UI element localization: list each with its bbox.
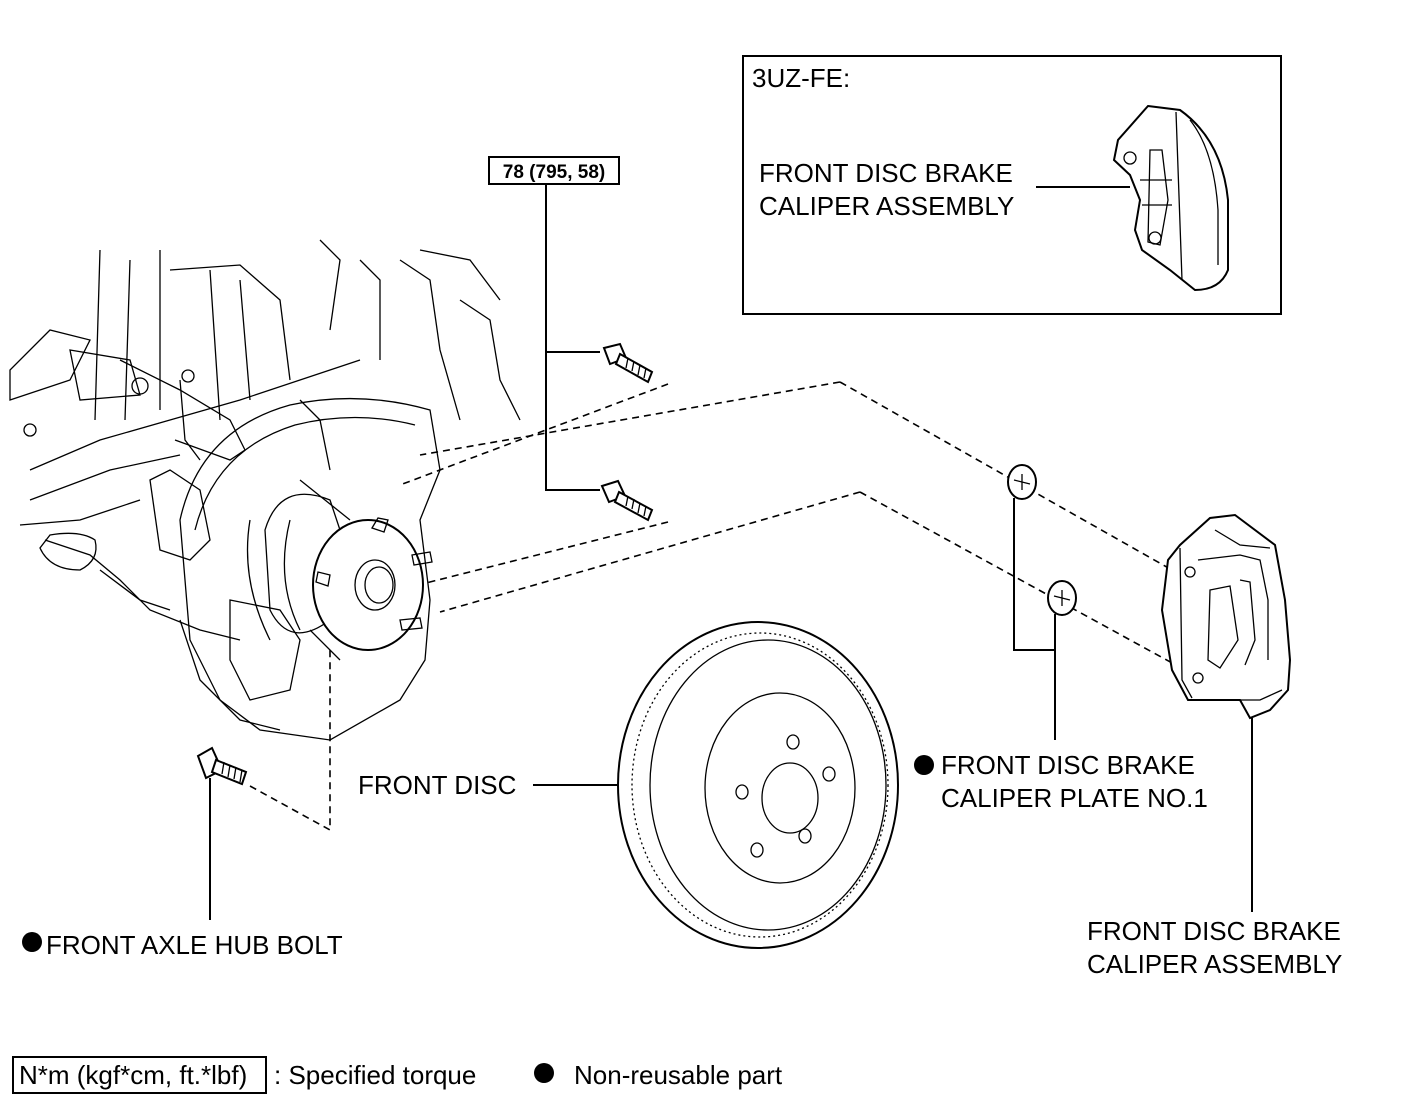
legend: N*m (kgf*cm, ft.*lbf) : Specified torque… xyxy=(12,1056,783,1094)
caliper-plate-label-2: CALIPER PLATE NO.1 xyxy=(941,783,1208,813)
inset-3uz-fe: 3UZ-FE: FRONT DISC BRAKE CALIPER ASSEMBL… xyxy=(742,55,1282,315)
caliper-assembly-label-2: CALIPER ASSEMBLY xyxy=(1087,949,1342,979)
plate-leader-line xyxy=(1013,498,1056,740)
caliper-assembly-drawing xyxy=(1160,513,1292,912)
torque-spec-value: 78 (795, 58) xyxy=(503,162,605,183)
front-disc-label: FRONT DISC xyxy=(358,770,516,800)
caliper-plate-label-1: FRONT DISC BRAKE xyxy=(941,750,1195,780)
plate-nonreusable-dot xyxy=(914,755,934,775)
steering-knuckle-assembly xyxy=(9,239,521,741)
hub-bolt-nonreusable-dot xyxy=(22,932,42,952)
torque-spec-callout: 78 (795, 58) xyxy=(488,156,620,491)
inset-caliper-label-2: CALIPER ASSEMBLY xyxy=(759,191,1014,221)
caliper-bolt-lower xyxy=(600,479,654,522)
caliper-bolt-upper xyxy=(602,342,654,384)
assembly-dashed-lines xyxy=(249,381,1175,832)
front-axle-hub-bolt xyxy=(196,746,248,920)
caliper-plates xyxy=(1007,464,1077,740)
inset-caliper-drawing xyxy=(1112,104,1229,292)
inset-frame xyxy=(742,55,1282,315)
legend-nonreusable-dot xyxy=(534,1063,554,1083)
torque-leader-lines xyxy=(545,184,600,491)
torque-spec-frame xyxy=(488,156,620,185)
legend-torque-unit: N*m (kgf*cm, ft.*lbf) xyxy=(19,1060,247,1090)
legend-torque-frame xyxy=(12,1056,267,1094)
front-disc-drawing xyxy=(533,621,899,949)
inset-caliper-label-1: FRONT DISC BRAKE xyxy=(759,158,1013,188)
legend-nonreusable-text: Non-reusable part xyxy=(574,1060,783,1090)
inset-engine-label: 3UZ-FE: xyxy=(752,63,850,93)
caliper-assembly-label-1: FRONT DISC BRAKE xyxy=(1087,916,1341,946)
hub-bolt-label: FRONT AXLE HUB BOLT xyxy=(46,930,343,960)
legend-torque-text: : Specified torque xyxy=(274,1060,476,1090)
